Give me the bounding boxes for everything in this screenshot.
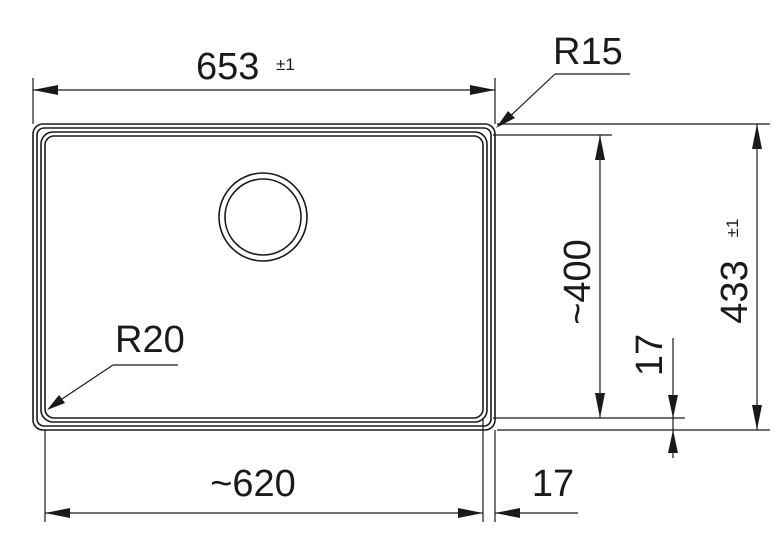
sink-bowl-outer <box>40 131 488 423</box>
rim-right-arrow <box>495 508 520 518</box>
rim-bottom-arrow-down <box>668 395 678 418</box>
drain-inner-ring <box>224 178 302 256</box>
overall-depth-tolerance: ±1 <box>723 219 742 238</box>
inner-width-label: ~620 <box>210 463 296 505</box>
rim-bottom-label: 17 <box>629 334 671 376</box>
r15-leader-diagonal <box>503 73 556 123</box>
overall-width-label: 653 <box>196 46 259 88</box>
top-arrow-left <box>33 85 58 95</box>
sink-inner-rim <box>36 127 492 427</box>
r20-arrow <box>47 395 65 410</box>
top-arrow-right <box>470 85 495 95</box>
outer-radius-label: R15 <box>553 31 623 73</box>
overall-width-tolerance: ±1 <box>276 55 295 74</box>
rim-right-label: 17 <box>532 463 574 505</box>
overall-depth-arrow-top <box>752 124 762 149</box>
sink-outer-rim <box>32 123 496 431</box>
sink-bowl-inner <box>44 135 484 419</box>
drain-outer-ring <box>218 172 308 262</box>
inner-width-arrow-left <box>45 508 70 518</box>
inner-radius-label: R20 <box>115 319 185 361</box>
overall-depth-label: 433 <box>714 260 756 323</box>
inner-depth-arrow-bottom <box>595 393 605 418</box>
inner-width-arrow-right <box>458 508 483 518</box>
inner-depth-arrow-top <box>595 135 605 160</box>
rim-bottom-arrow-up <box>668 430 678 453</box>
overall-depth-arrow-bottom <box>752 405 762 430</box>
inner-depth-label: ~400 <box>557 239 599 325</box>
r20-leader-diagonal <box>55 364 114 404</box>
